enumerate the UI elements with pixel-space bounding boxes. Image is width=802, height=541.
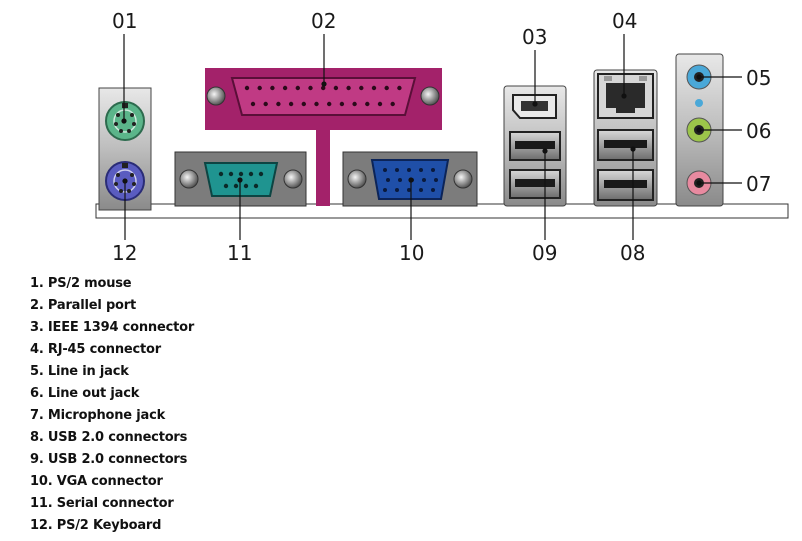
legend-item: 11. Serial connector — [30, 496, 174, 511]
callout-04: 04 — [612, 9, 638, 33]
legend-item: 6. Line out jack — [30, 386, 140, 401]
callout-11: 11 — [227, 241, 253, 265]
callout-12: 12 — [112, 241, 138, 265]
callout-08: 08 — [620, 241, 646, 265]
port-legend: 1. PS/2 mouse 2. Parallel port 3. IEEE 1… — [30, 273, 194, 537]
legend-item: 8. USB 2.0 connectors — [30, 430, 188, 445]
callout-07: 07 — [746, 172, 772, 196]
callout-10: 10 — [399, 241, 425, 265]
callout-02: 02 — [311, 9, 337, 33]
rj45-usb-stack — [593, 69, 658, 207]
leader-lines — [121, 34, 742, 240]
legend-item: 3. IEEE 1394 connector — [30, 320, 195, 335]
callout-09: 09 — [532, 241, 558, 265]
io-panel-diagram — [95, 34, 789, 240]
legend-item: 2. Parallel port — [30, 298, 137, 313]
callout-03: 03 — [522, 25, 548, 49]
legend-item: 10. VGA connector — [30, 474, 163, 489]
legend-item: 7. Microphone jack — [30, 408, 166, 423]
legend-item: 4. RJ-45 connector — [30, 342, 161, 357]
legend-item: 12. PS/2 Keyboard — [30, 518, 162, 533]
legend-item: 5. Line in jack — [30, 364, 129, 379]
callout-06: 06 — [746, 119, 772, 143]
legend-item: 1. PS/2 mouse — [30, 276, 132, 291]
callout-01: 01 — [112, 9, 138, 33]
ieee1394-usb-stack — [503, 85, 567, 207]
legend-item: 9. USB 2.0 connectors — [30, 452, 188, 467]
ps2-block — [98, 87, 152, 211]
callout-05: 05 — [746, 66, 772, 90]
